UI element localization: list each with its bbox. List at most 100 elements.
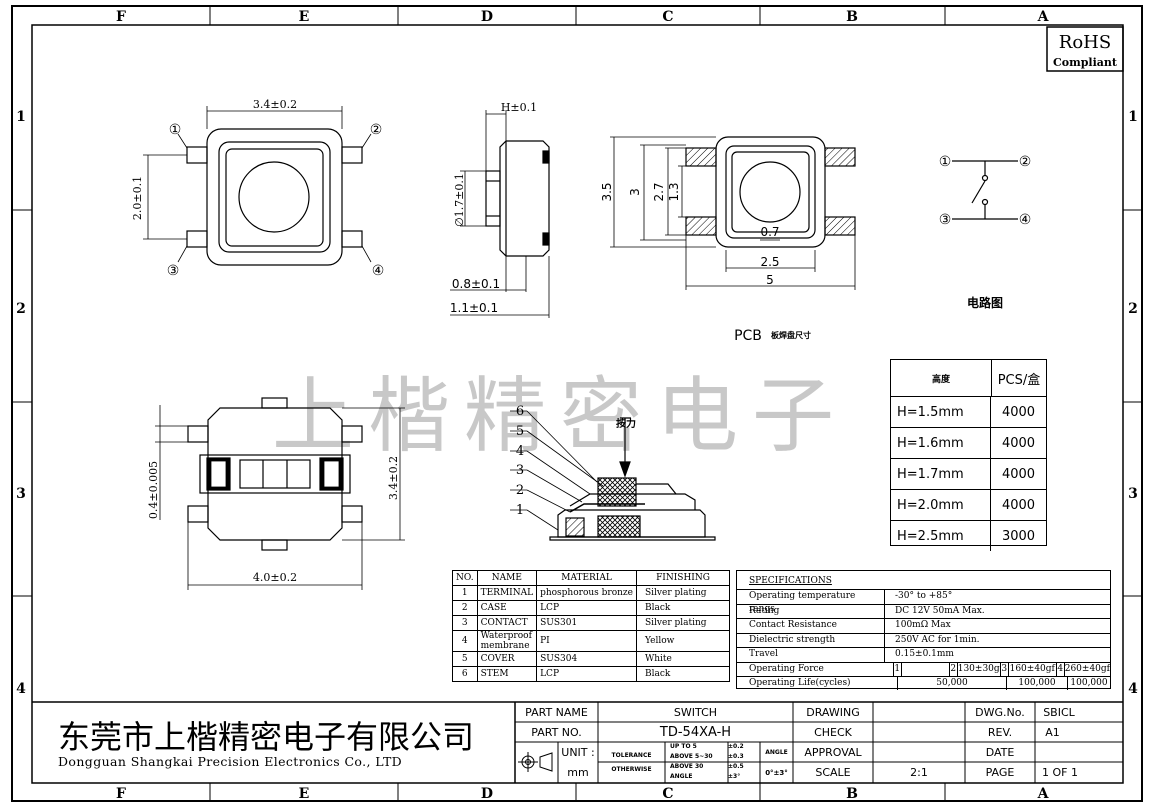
tolerance-row: ABOVE 30±0.5 <box>665 762 760 772</box>
svg-text:0.4±0.005: 0.4±0.005 <box>147 461 160 519</box>
spec-value: 100mΩ Max <box>895 620 951 630</box>
svg-text:5: 5 <box>766 273 774 287</box>
height-header: 高度 <box>891 360 992 396</box>
svg-text:4: 4 <box>516 444 524 459</box>
svg-text:②: ② <box>1019 154 1032 170</box>
projection-symbol <box>518 752 553 772</box>
col-label-top: F <box>116 9 126 25</box>
svg-text:②: ② <box>370 122 383 138</box>
col-label-top: D <box>481 9 493 25</box>
col-label-top: A <box>1037 9 1050 25</box>
section-labels: 6 5 4 3 2 1 按力 <box>516 404 636 518</box>
spec-label: Contact Resistance <box>737 619 885 633</box>
col-label-bottom: D <box>481 786 493 802</box>
bottom-view <box>155 397 405 590</box>
tolerance-range: ABOVE 5~30 <box>670 753 713 760</box>
bom-name: CASE <box>476 600 538 616</box>
unit-value: mm <box>567 766 589 779</box>
height-qty-header: 高度 PCS/盒 <box>891 360 1046 397</box>
unit-label: UNIT : <box>561 745 595 759</box>
rev-value: A1 <box>1045 725 1060 739</box>
side-view-labels: H±0.1 ∅1.7±0.1 0.8±0.1 1.1±0.1 <box>450 101 537 315</box>
svg-text:3: 3 <box>516 463 524 478</box>
drawing-label: DRAWING <box>806 705 860 719</box>
part-no-label: PART NO. <box>531 725 582 739</box>
col-label-bottom: F <box>116 786 126 802</box>
bom-material: PI <box>536 630 637 652</box>
bom-no: 6 <box>452 666 478 682</box>
height-cell: H=2.5mm <box>891 521 991 551</box>
row-label-left: 4 <box>16 681 26 697</box>
dwg-no-value: SBICL <box>1043 705 1075 719</box>
spec-value: -30° to +85° <box>895 591 953 601</box>
svg-text:6: 6 <box>516 404 524 419</box>
svg-text:4.0±0.2: 4.0±0.2 <box>253 571 297 584</box>
circuit-diagram <box>952 160 1018 220</box>
svg-text:3.4±0.2: 3.4±0.2 <box>387 456 400 500</box>
bom-material: SUS304 <box>536 651 637 667</box>
bom-header-finishing: FINISHING <box>636 570 730 586</box>
spec-value: DC 12V 50mA Max. <box>895 605 985 616</box>
tolerance-value: ±0.2 <box>728 743 744 750</box>
zone-labels: F E D C B A F E D C B A 1 2 3 4 1 2 3 4 <box>16 9 1138 802</box>
svg-text:3: 3 <box>628 188 642 196</box>
section-view <box>510 410 716 541</box>
bom-no: 2 <box>452 600 478 616</box>
spec-life-1: 50,000 <box>898 676 1007 690</box>
svg-text:按力: 按力 <box>616 417 636 430</box>
bom-name: CONTACT <box>476 615 538 631</box>
page-label: PAGE <box>985 766 1015 779</box>
svg-text:1: 1 <box>516 503 524 518</box>
tolerance-range: ABOVE 30 <box>670 763 704 770</box>
bom-header-material: MATERIAL <box>536 570 637 586</box>
date-value <box>1035 742 1123 762</box>
svg-text:④: ④ <box>1019 212 1032 228</box>
top-view-labels: 3.4±0.2 2.0±0.1 ① ② ③ ④ <box>131 98 384 279</box>
height-cell: H=2.0mm <box>891 490 991 520</box>
bom-no: 3 <box>452 615 478 631</box>
spec-life-2: 100,000 <box>1007 676 1068 690</box>
bom-header-name: NAME <box>476 570 538 586</box>
bom-finishing: Yellow <box>636 630 730 652</box>
col-label-bottom: A <box>1037 786 1050 802</box>
tolerance-row: UP TO 5±0.2 <box>665 742 760 752</box>
bom-finishing: Silver plating <box>636 615 730 631</box>
bom-name: COVER <box>476 651 538 667</box>
spec-life-label: Operating Life(cycles) <box>737 676 898 690</box>
company-name-cn: 东莞市上楷精密电子有限公司 <box>58 718 475 756</box>
svg-text:3.5: 3.5 <box>600 182 614 201</box>
watermark: 上楷精密电子 <box>272 369 848 464</box>
svg-text:1.3: 1.3 <box>667 182 681 201</box>
qty-cell: 4000 <box>1001 435 1036 451</box>
svg-text:③: ③ <box>939 212 952 228</box>
col-label-top: B <box>846 9 858 25</box>
spec-label: Travel <box>737 648 885 662</box>
outer-frame <box>11 5 1143 802</box>
spec-row: Operating temperature rangs-30° to +85° <box>737 590 1110 614</box>
row-label-left: 2 <box>16 301 26 317</box>
svg-text:RoHS: RoHS <box>1059 32 1111 53</box>
bom-no: 1 <box>452 585 478 601</box>
check-label: CHECK <box>814 725 852 739</box>
bom-finishing: Black <box>636 666 730 682</box>
bom-name: TERMINAL <box>476 585 538 601</box>
qty-cell: 4000 <box>1001 497 1036 513</box>
approval-label: APPROVAL <box>804 745 862 759</box>
bom-no: 4 <box>452 630 478 652</box>
bom-material: LCP <box>536 600 637 616</box>
svg-text:∅1.7±0.1: ∅1.7±0.1 <box>453 173 466 227</box>
spec-label: Rating <box>737 604 885 618</box>
pcb-view-labels: 3.5 3 2.7 1.3 0.7 2.5 5 PCB 板焊盘尺寸 <box>600 182 811 344</box>
col-label-top: C <box>662 9 673 25</box>
svg-text:2.5: 2.5 <box>760 255 779 269</box>
svg-text:H±0.1: H±0.1 <box>501 101 537 114</box>
angle-value: 0°±3° <box>765 768 788 777</box>
spec-row-life: Operating Life(cycles) 50,000 100,000 10… <box>737 676 1110 690</box>
company-name-en: Dongguan Shangkai Precision Electronics … <box>58 754 403 769</box>
svg-text:④: ④ <box>372 263 385 279</box>
